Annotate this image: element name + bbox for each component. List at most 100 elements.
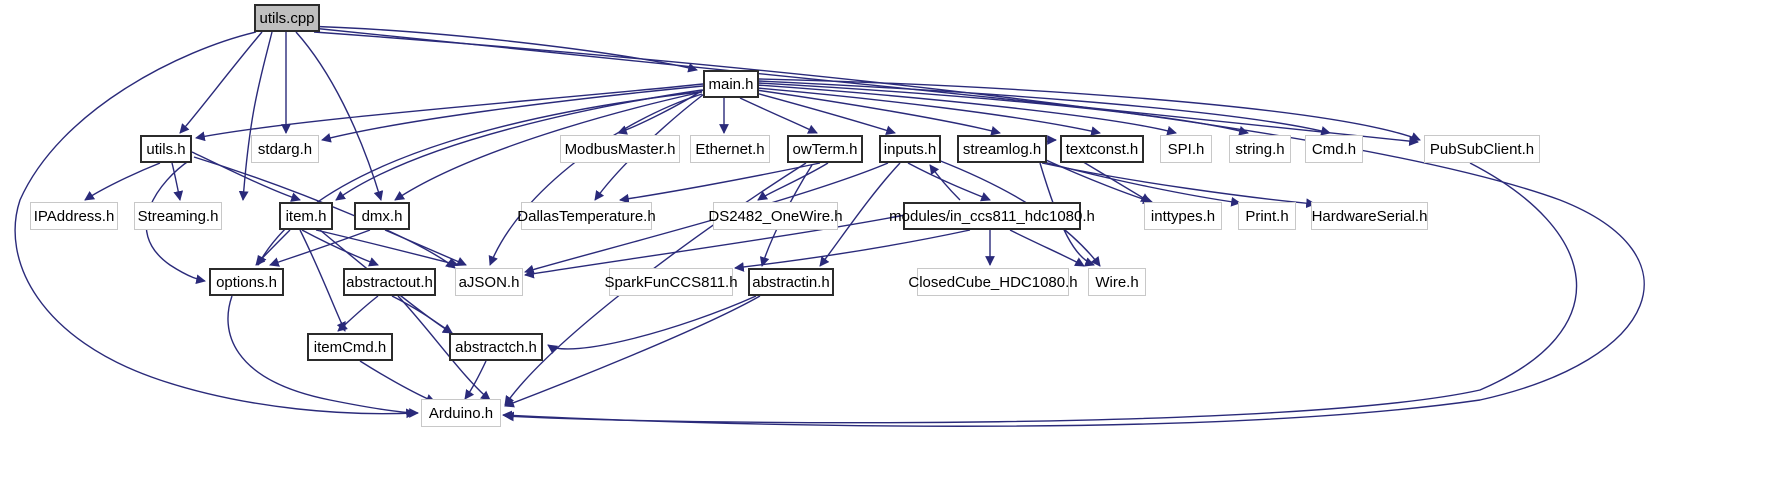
dependency-edge [397, 295, 491, 401]
dependency-edge [238, 31, 273, 201]
graph-node-label: abstractch.h [455, 338, 537, 356]
graph-node-label: utils.h [146, 140, 186, 158]
graph-node-dmx-h[interactable]: dmx.h [354, 202, 410, 230]
dependency-edge [1039, 162, 1095, 267]
dependency-edge [227, 295, 419, 418]
graph-node-label: ModbusMaster.h [564, 140, 676, 158]
graph-node-label: owTerm.h [792, 140, 858, 158]
graph-node-abstractch-h[interactable]: abstractch.h [449, 333, 543, 361]
graph-node-label: Wire.h [1095, 273, 1139, 291]
dependency-edge [257, 91, 701, 266]
graph-node-label: abstractin.h [752, 273, 830, 291]
graph-node-label: inttypes.h [1150, 207, 1216, 225]
dependency-edge [488, 93, 703, 266]
dependency-edge [315, 229, 459, 268]
graph-node-label: main.h [708, 75, 754, 93]
graph-node-label: Arduino.h [428, 404, 494, 422]
graph-node-label: abstractout.h [346, 273, 433, 291]
dependency-edge [757, 82, 1249, 136]
graph-node-hardwareser-h[interactable]: HardwareSerial.h [1311, 202, 1428, 230]
dependency-edge [299, 25, 698, 73]
graph-node-closedcube-h[interactable]: ClosedCube_HDC1080.h [908, 268, 1078, 296]
graph-node-wire-h[interactable]: Wire.h [1088, 268, 1146, 296]
graph-node-dallastemp-h[interactable]: DallasTemperature.h [517, 202, 656, 230]
dependency-edge [907, 162, 991, 202]
dependency-edge [384, 229, 467, 266]
dependency-edge [758, 78, 1421, 142]
graph-node-spi-h[interactable]: SPI.h [1160, 135, 1212, 163]
dependency-edge [755, 89, 1001, 136]
graph-node-ipaddress-h[interactable]: IPAddress.h [30, 202, 118, 230]
graph-node-options-h[interactable]: options.h [209, 268, 284, 296]
graph-node-abstractout-h[interactable]: abstractout.h [343, 268, 436, 296]
graph-node-utils-cpp[interactable]: utils.cpp [254, 4, 320, 32]
dependency-edge [295, 31, 384, 201]
graph-node-itemcmd-h[interactable]: itemCmd.h [307, 333, 393, 361]
graph-node-main-h[interactable]: main.h [703, 70, 759, 98]
dependency-edge [359, 360, 436, 404]
dependency-edge [751, 91, 896, 136]
graph-node-label: Streaming.h [137, 207, 219, 225]
dependency-edge [337, 295, 379, 332]
dependency-edge [255, 229, 291, 266]
graph-node-in-ccs811-h[interactable]: modules/in_ccs811_hdc1080.h [889, 202, 1095, 230]
graph-node-string-h[interactable]: string.h [1229, 135, 1291, 163]
graph-node-label: itemCmd.h [313, 338, 387, 356]
graph-node-streamlog-h[interactable]: streamlog.h [957, 135, 1047, 163]
graph-node-label: aJSON.h [458, 273, 520, 291]
graph-node-ajson-h[interactable]: aJSON.h [455, 268, 523, 296]
dependency-edge [504, 162, 1578, 424]
graph-node-stdarg-h[interactable]: stdarg.h [251, 135, 319, 163]
graph-node-label: inputs.h [883, 140, 937, 158]
dependency-edge [1009, 229, 1085, 267]
dependency-edge [757, 80, 1331, 136]
graph-node-ethernet-h[interactable]: Ethernet.h [690, 135, 770, 163]
graph-node-label: options.h [216, 273, 277, 291]
dependency-edge [269, 229, 371, 267]
graph-node-label: Ethernet.h [695, 140, 765, 158]
dependency-edge [756, 84, 1177, 136]
dependency-edge [739, 97, 818, 134]
dependency-edge [524, 162, 889, 275]
dependency-edge [145, 159, 206, 285]
dependency-edge [929, 164, 961, 201]
graph-node-arduino-h[interactable]: Arduino.h [421, 399, 501, 427]
graph-node-item-h[interactable]: item.h [279, 202, 333, 230]
dependency-edge [819, 162, 901, 267]
graph-node-streaming-h[interactable]: Streaming.h [134, 202, 222, 230]
graph-node-label: SPI.h [1167, 140, 1205, 158]
graph-node-label: PubSubClient.h [1429, 140, 1535, 158]
dependency-edge [464, 360, 487, 400]
graph-node-owterm-h[interactable]: owTerm.h [787, 135, 863, 163]
graph-node-label: Print.h [1245, 207, 1289, 225]
graph-node-inputs-h[interactable]: inputs.h [879, 135, 941, 163]
graph-node-pubsubclient-h[interactable]: PubSubClient.h [1424, 135, 1540, 163]
graph-node-label: Cmd.h [1311, 140, 1357, 158]
graph-node-textconst-h[interactable]: textconst.h [1060, 135, 1144, 163]
graph-node-modbusmaster-h[interactable]: ModbusMaster.h [560, 135, 680, 163]
graph-node-label: string.h [1235, 140, 1285, 158]
dependency-edge [171, 162, 184, 201]
dependency-edge [84, 162, 161, 201]
dependency-edge [734, 229, 971, 272]
graph-node-utils-h[interactable]: utils.h [140, 135, 192, 163]
dependency-edge [1079, 159, 1151, 203]
dependency-edge [757, 162, 829, 201]
graph-node-cmd-h[interactable]: Cmd.h [1305, 135, 1363, 163]
graph-node-inttypes-h[interactable]: inttypes.h [1144, 202, 1222, 230]
graph-node-abstractin-h[interactable]: abstractin.h [748, 268, 834, 296]
dependency-edge [394, 91, 703, 201]
graph-node-sparkfun-h[interactable]: SparkFunCCS811.h [604, 268, 738, 296]
graph-node-ds2482-h[interactable]: DS2482_OneWire.h [708, 202, 843, 230]
dependency-edge [321, 85, 704, 143]
dependency-edge [756, 87, 1101, 136]
graph-node-label: ClosedCube_HDC1080.h [908, 273, 1078, 291]
dependency-edge [191, 151, 301, 202]
graph-node-label: modules/in_ccs811_hdc1080.h [889, 207, 1095, 225]
graph-node-print-h[interactable]: Print.h [1238, 202, 1296, 230]
dependency-edge [195, 83, 704, 142]
graph-node-label: IPAddress.h [33, 207, 115, 225]
graph-node-label: DS2482_OneWire.h [708, 207, 843, 225]
dependency-edge [619, 162, 821, 204]
